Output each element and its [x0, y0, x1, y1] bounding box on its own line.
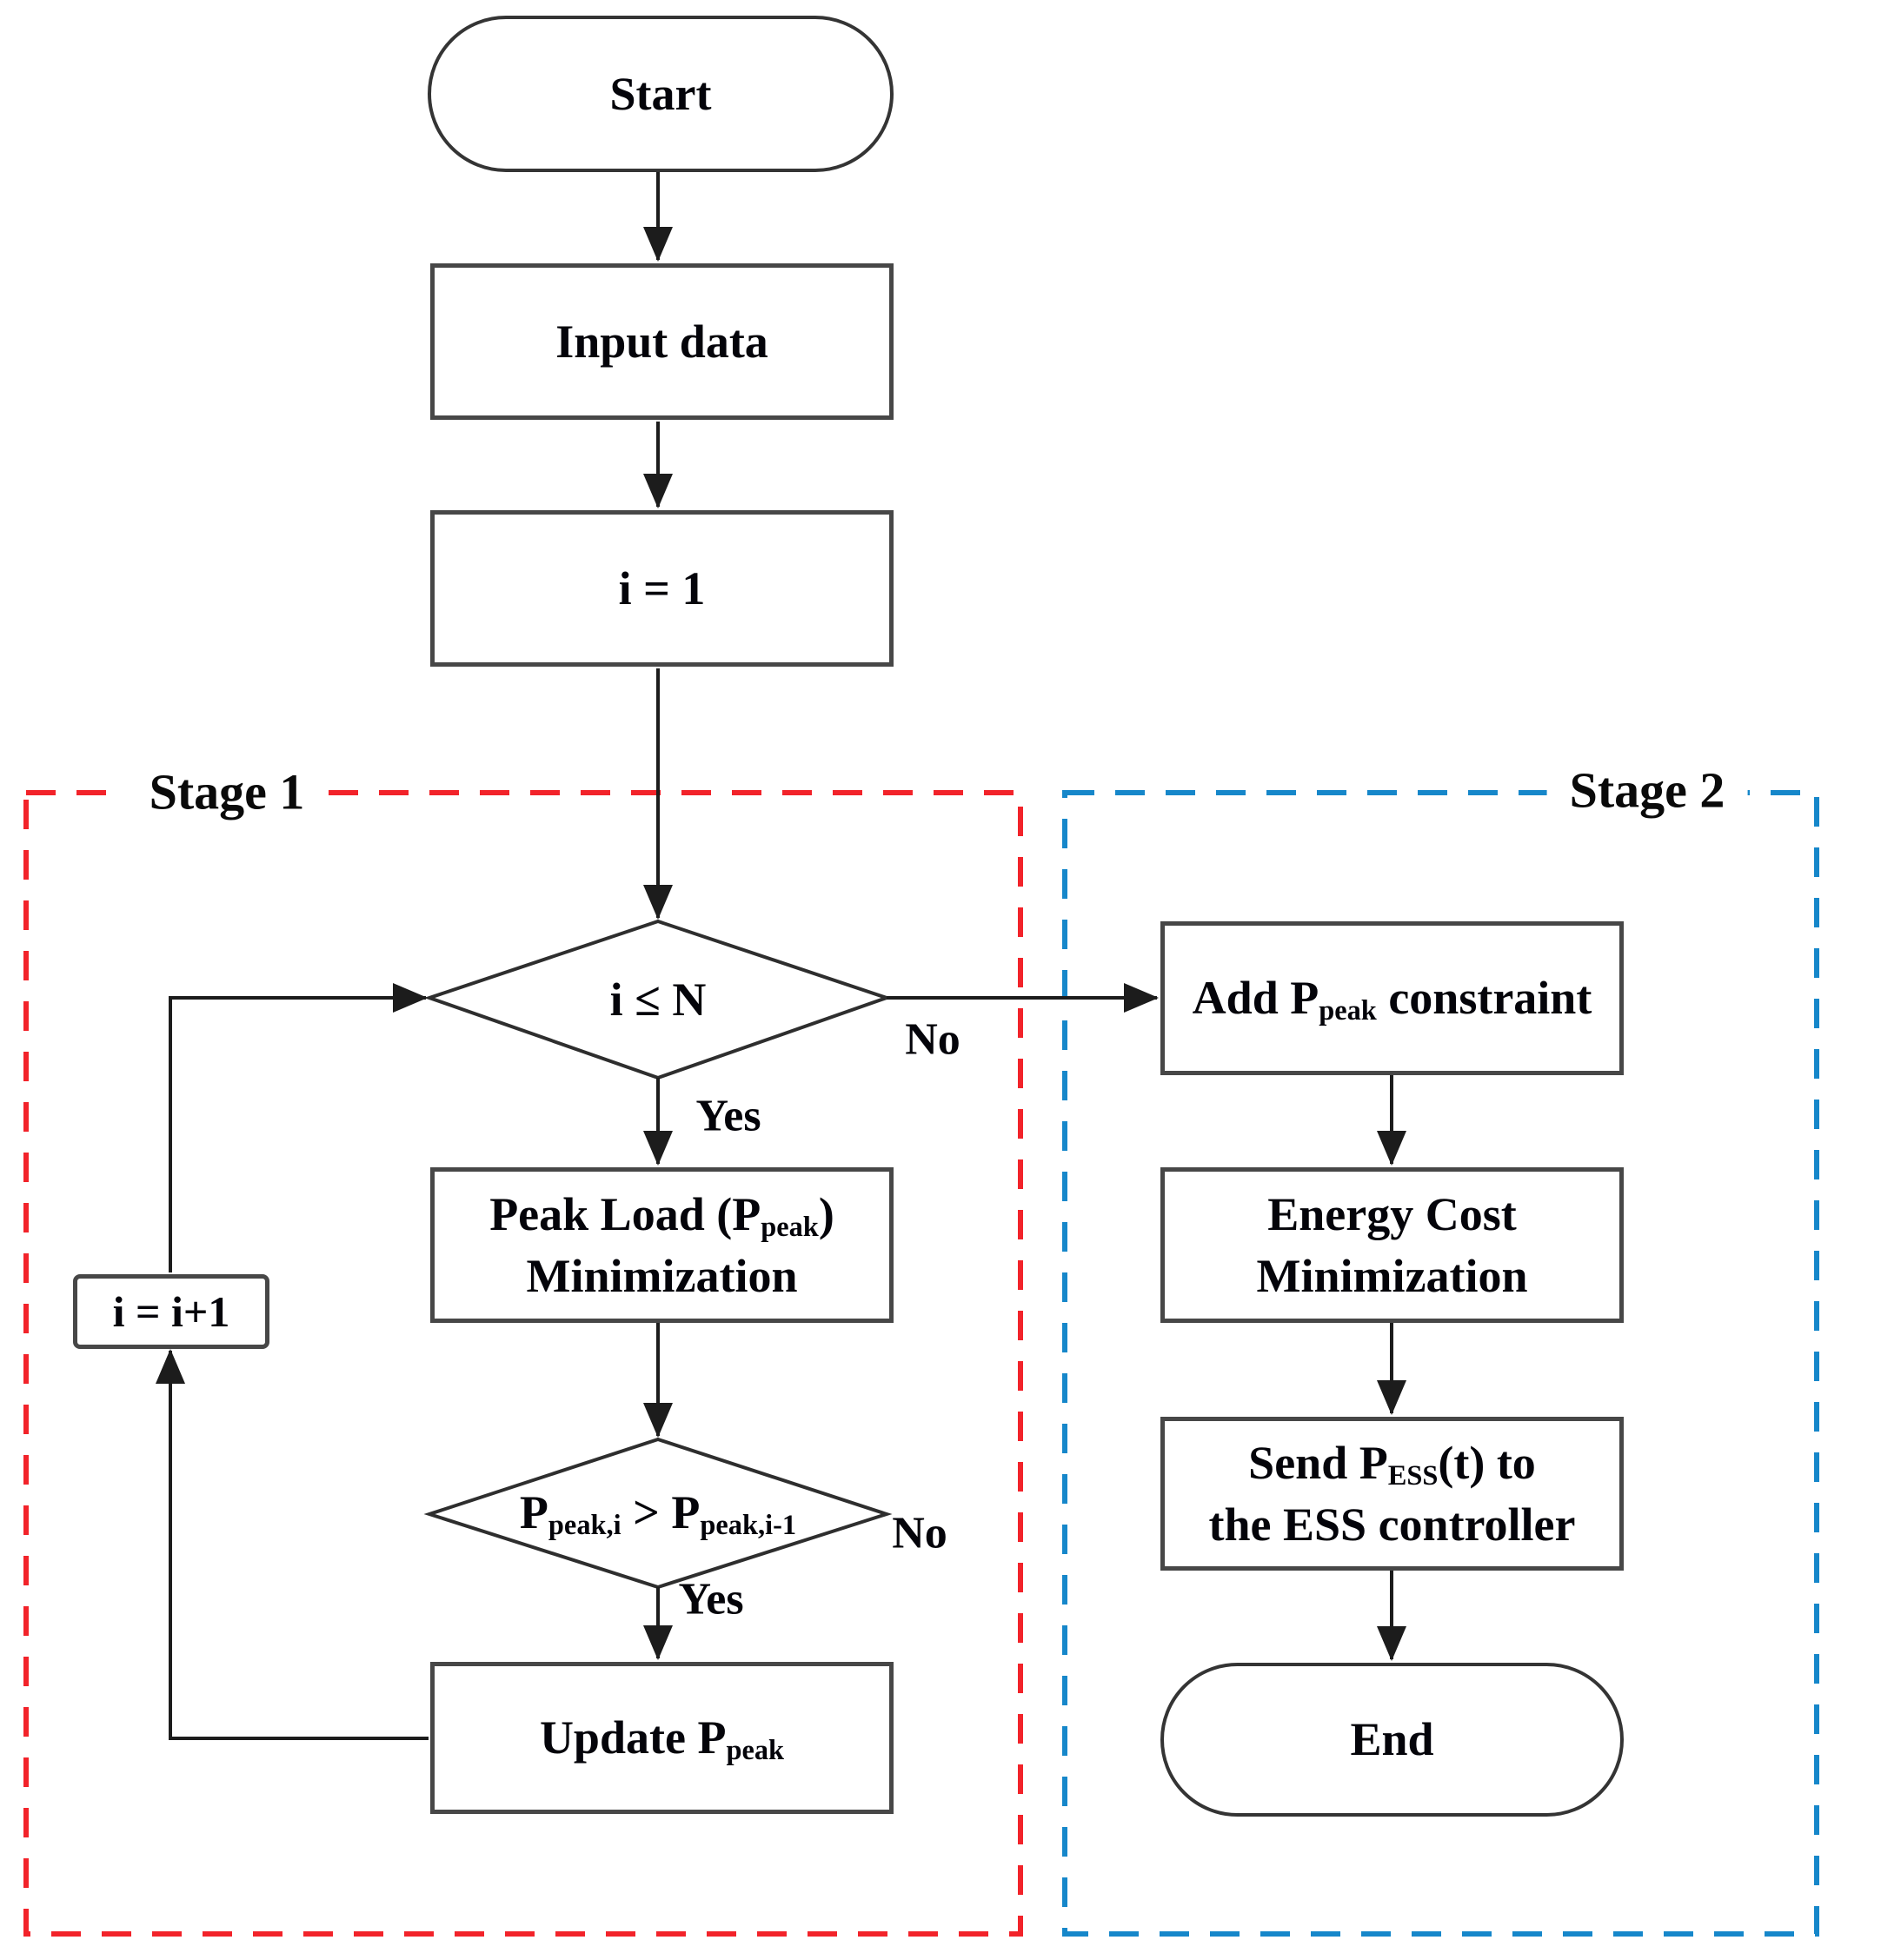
stage2-label: Stage 2 [1546, 757, 1748, 823]
energy-cost-min-line2: Minimization [1256, 1249, 1528, 1302]
input-data-node: Input data [430, 263, 894, 420]
edge-update-increment [156, 1349, 429, 1740]
peak-load-min-line1: Peak Load (Ppeak) [489, 1188, 834, 1244]
end-node: End [1160, 1663, 1624, 1817]
peak-load-min-line2: Minimization [526, 1249, 798, 1302]
send-pess-node: Send PESS(t) to the ESS controller [1160, 1417, 1624, 1571]
stage1-boundary [23, 790, 1023, 1937]
add-constraint-node: Add Ppeak constraint [1160, 921, 1624, 1075]
send-pess-line2: the ESS controller [1208, 1498, 1576, 1551]
peak-load-min-node: Peak Load (Ppeak) Minimization [430, 1167, 894, 1323]
energy-cost-min-node: Energy Cost Minimization [1160, 1167, 1624, 1323]
init-i-label: i = 1 [618, 561, 706, 615]
stage2-boundary [1062, 790, 1819, 1937]
d2-no-label: No [892, 1508, 947, 1558]
d2-yes-label: Yes [678, 1574, 744, 1624]
input-data-label: Input data [555, 315, 768, 368]
edge-increment-check [169, 983, 428, 1272]
init-i-node: i = 1 [430, 510, 894, 667]
stage1-label: Stage 1 [126, 759, 328, 825]
send-pess-line1: Send PESS(t) to [1248, 1437, 1536, 1492]
start-node: Start [428, 16, 894, 172]
start-label: Start [609, 67, 712, 120]
d1-yes-label: Yes [695, 1091, 761, 1141]
d1-no-label: No [905, 1014, 960, 1065]
update-ppeak-label: Update Ppeak [539, 1711, 785, 1767]
update-ppeak-node: Update Ppeak [430, 1662, 894, 1814]
increment-i-node: i = i+1 [73, 1274, 269, 1349]
decision-ppeak-label: Ppeak,i > Ppeak,i-1 [519, 1486, 797, 1542]
increment-i-label: i = i+1 [112, 1286, 230, 1336]
end-label: End [1350, 1713, 1434, 1766]
add-constraint-label: Add Ppeak constraint [1192, 972, 1592, 1027]
decision-i-le-n-label: i ≤ N [609, 973, 707, 1026]
energy-cost-min-line1: Energy Cost [1267, 1188, 1517, 1241]
